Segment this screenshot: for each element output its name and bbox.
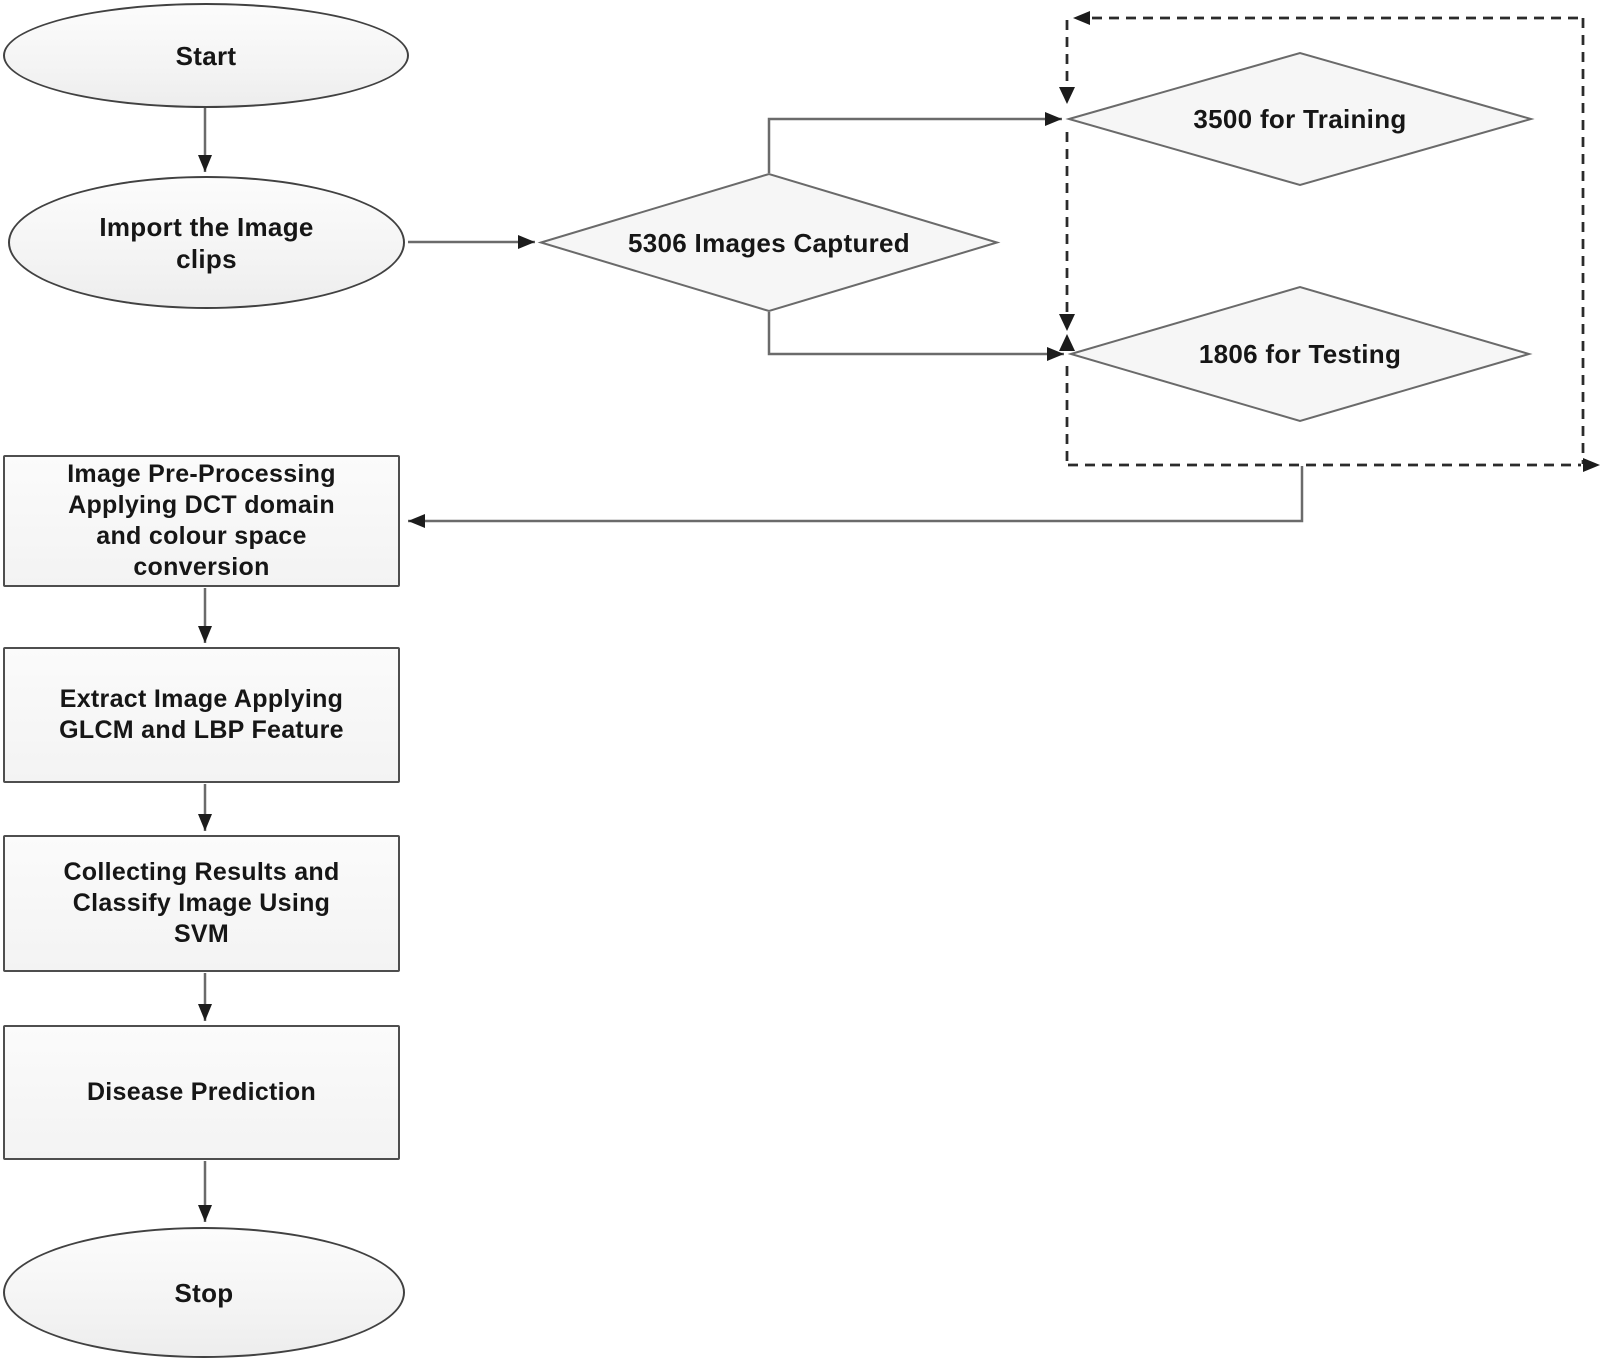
node-start: Start [3, 3, 409, 108]
diamond-shape-icon [1067, 285, 1533, 423]
node-collect: Collecting Results and Classify Image Us… [3, 835, 400, 972]
node-start-label: Start [175, 40, 237, 71]
node-extract: Extract Image Applying GLCM and LBP Feat… [3, 647, 400, 783]
connector-captured-to-testing [767, 312, 1064, 361]
node-testing-label: 1806 for Testing [1198, 339, 1402, 369]
node-import-clips: Import the Image clips [8, 176, 405, 309]
diamond-shape-icon [1065, 51, 1535, 187]
node-images-captured: 5306 Images Captured [537, 172, 1001, 313]
connector-group-to-preprocessing [408, 466, 1304, 528]
node-training-label: 3500 for Training [1193, 104, 1407, 134]
node-import-clips-label: Import the Image clips [99, 211, 314, 274]
node-testing: 1806 for Testing [1067, 285, 1533, 423]
node-training: 3500 for Training [1065, 51, 1535, 187]
node-stop-label: Stop [174, 1277, 234, 1308]
node-extract-label: Extract Image Applying GLCM and LBP Feat… [59, 685, 344, 744]
diamond-shape-icon [537, 172, 1001, 313]
node-predict-label: Disease Prediction [86, 1078, 317, 1106]
node-images-captured-label: 5306 Images Captured [627, 227, 910, 258]
node-predict: Disease Prediction [3, 1025, 400, 1160]
node-collect-label: Collecting Results and Classify Image Us… [63, 858, 340, 948]
connector-captured-to-training [767, 112, 1062, 173]
node-preprocessing: Image Pre-Processing Applying DCT domain… [3, 455, 400, 587]
dashed-arrow-left-icon [1073, 11, 1090, 25]
node-stop: Stop [3, 1227, 405, 1358]
node-preprocessing-label: Image Pre-Processing Applying DCT domain… [67, 460, 336, 581]
dashed-arrow-right-icon [1583, 458, 1600, 472]
